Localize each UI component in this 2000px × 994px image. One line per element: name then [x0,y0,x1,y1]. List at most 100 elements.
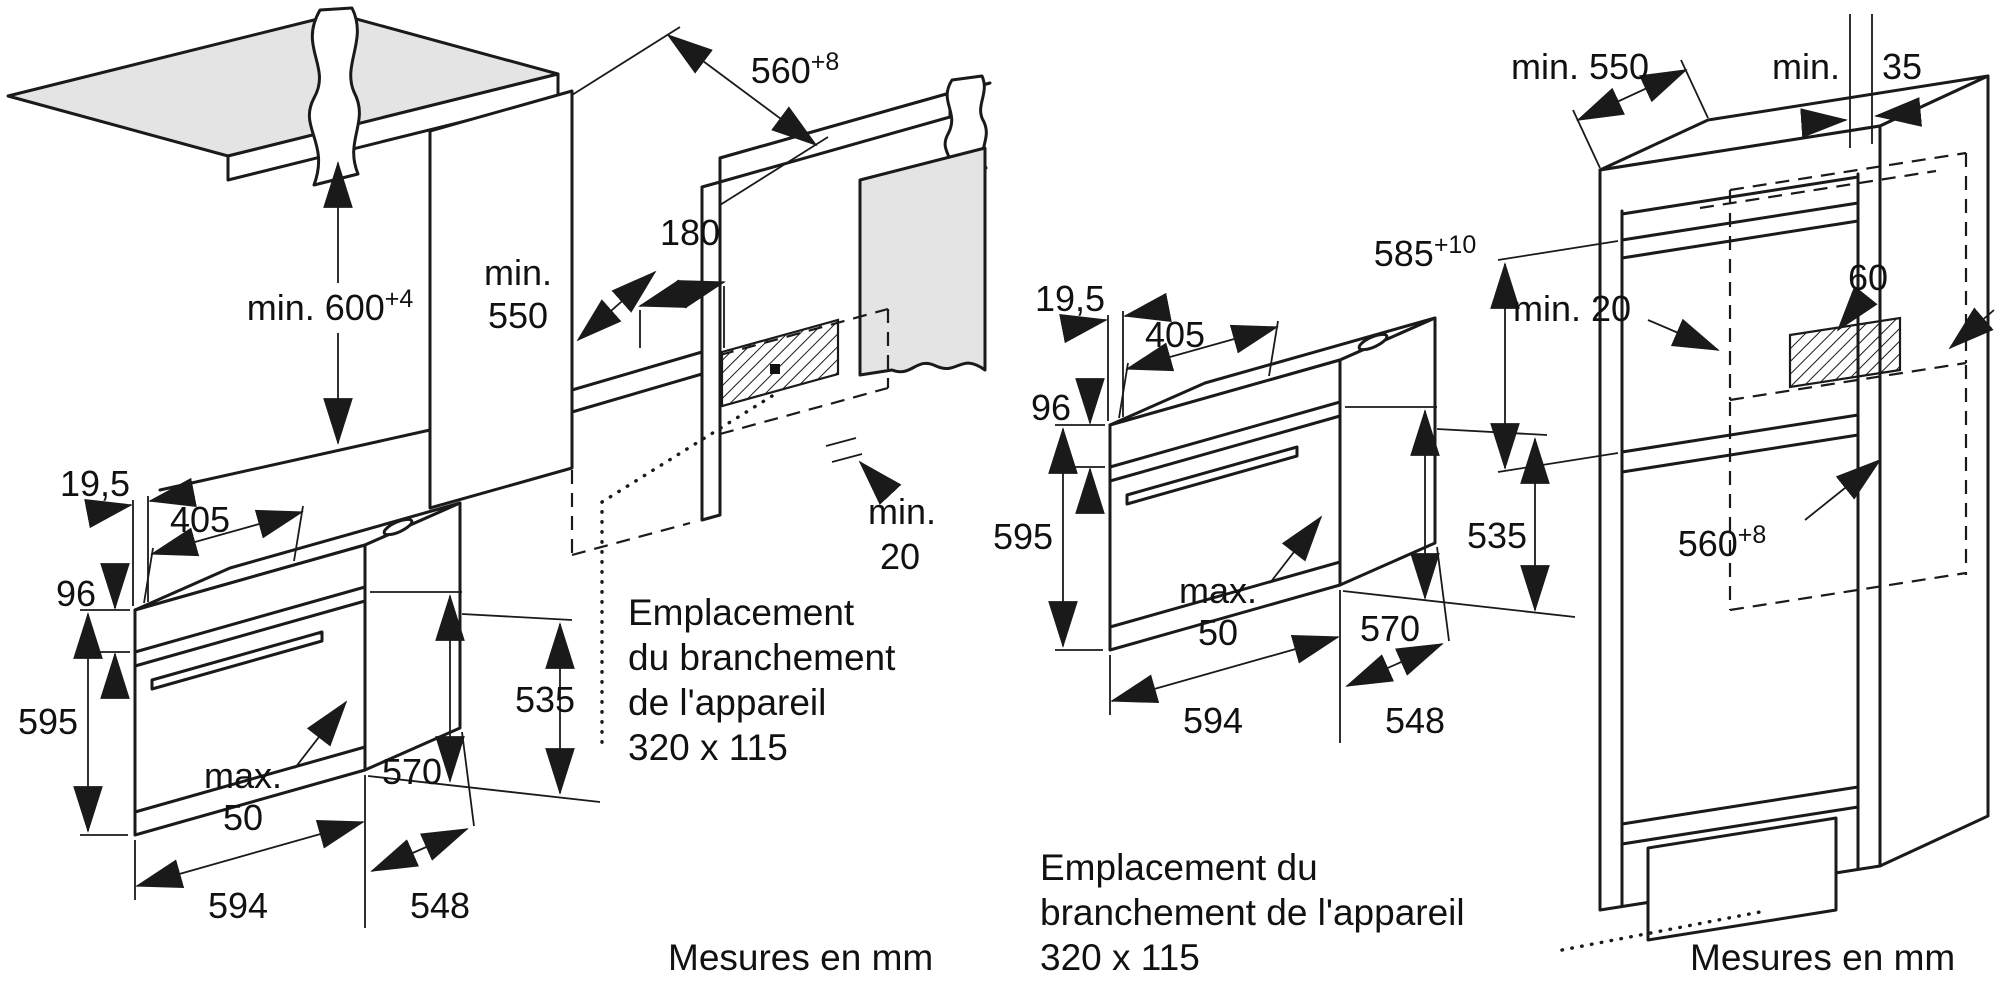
niche-top-shelf [1620,201,1860,260]
connection-note-right-line3: 320 x 115 [1040,937,1200,978]
worktop-break-line [307,6,361,187]
right-scene: min. 550 min. 35 585+10 min. 20 60 560+8… [993,14,1995,978]
dim-19-arrow-right [148,477,197,507]
dim-label-594: 594 [208,885,268,926]
dim-max50-arrow [294,700,348,769]
dim-label-535: 535 [515,679,575,720]
connection-note-line2: du branchement [628,637,896,678]
dim-label-max: max. [204,755,282,796]
connection-note-line3: de l'appareil [628,682,826,723]
connection-note-line4: 320 x 115 [628,727,788,768]
dim-label-560r: 560+8 [1678,521,1767,564]
dim-label-60: 60 [1848,257,1888,298]
dim-label-maxr: max. [1179,570,1257,611]
dim-label-550-min: min. [484,252,552,293]
cabinet-hidden-lines [1699,151,1968,612]
dim-20-arrow [858,460,902,505]
dim-label-405: 405 [170,499,230,540]
connection-note-line1: Emplacement [628,592,855,633]
dim-label-19-5: 19,5 [60,463,130,504]
dim-594-line [135,819,365,889]
niche-floor [570,350,704,414]
cabinet-plinth [1646,816,1838,942]
dim-label-180: 180 [660,212,720,253]
connection-note-right-line1: Emplacement du [1040,847,1318,888]
dim-548-line [370,828,469,872]
units-note-right: Mesures en mm [1690,937,1955,978]
dim-19r-extensions [1107,311,1124,421]
oven-handle [150,630,324,691]
connection-point [770,364,780,374]
dim-19r-arrow-left [1059,314,1108,344]
dim-19-arrow-left [84,499,133,529]
dim-96r-extensions [1055,424,1105,468]
dim-label-35-value: 35 [1882,46,1922,87]
oven-side-face [363,501,462,772]
dim-570-535-extensions [367,591,601,803]
units-note-left: Mesures en mm [668,937,933,978]
dim-label-570: 570 [382,751,442,792]
cabinet-side-face [1878,74,1990,868]
connection-leader-dotted [600,394,774,750]
wall-gap-lines [1849,14,1873,148]
dim-label-535r: 535 [1467,515,1527,556]
dim-548r-line [1345,643,1444,687]
dim-550-line [576,270,657,342]
dim-label-50r: 50 [1198,612,1238,653]
right-oven [1108,316,1437,652]
dim-570r-535r-extensions [1342,406,1576,618]
left-oven-dimensions [73,477,601,928]
dim-594r-line [1110,634,1340,704]
left-worktop [6,6,560,187]
niche-bottom-shelf [1620,413,1860,474]
oven-top-vent-slot [1357,332,1389,352]
left-niche [158,74,992,557]
left-niche-dimensions [323,26,902,750]
dim-35-arrow-right [1874,97,1923,127]
cabinet-front-face [1598,124,1882,912]
dim-label-585: 585+10 [1374,231,1477,274]
dim-label-595r: 595 [993,516,1053,557]
dim-60-arrow [1836,285,1878,332]
hidden-niche-lines [570,307,890,557]
side-wall-torn [858,146,987,377]
floor-line-left [158,428,432,492]
dim-label-35-min: min. [1772,46,1840,87]
connection-note-right-line2: branchement de l'appareil [1040,892,1465,933]
dim-label-548r: 548 [1385,700,1445,741]
oven-handle [1125,445,1299,506]
dim-560-extensions [571,26,829,206]
dim-label-600: min. 600+4 [247,285,414,328]
dim-550r-line [1576,69,1688,121]
dim-label-20r: min. 20 [1513,288,1631,329]
dim-20r-arrow [1647,318,1720,351]
niche-left-panel [428,89,574,510]
niche-right-panel [700,180,722,522]
dim-max50r-arrow [1269,515,1323,584]
dim-label-595: 595 [18,701,78,742]
dim-label-19-5r: 19,5 [1035,278,1105,319]
oven-side-face [1338,316,1437,587]
dim-label-548: 548 [410,885,470,926]
dim-96-extensions [80,609,130,653]
tall-cabinet [1598,14,1990,942]
cabinet-top-underside [1620,175,1860,216]
dim-180-extensions [639,286,725,348]
dim-560r-arrow [1804,458,1882,521]
dim-20-ticks [825,437,863,463]
dim-19r-arrow-right [1123,292,1172,322]
dim-label-20-min: min. [868,491,936,532]
dim-label-niche-width: 560+8 [751,48,840,91]
dim-405-line [150,509,304,557]
connection-area-hatch [720,318,840,408]
dim-label-96: 96 [56,573,96,614]
cabinet-bottom-shelf [1620,785,1860,846]
dim-label-96r: 96 [1031,387,1071,428]
right-oven-dimensions [1048,292,1576,743]
oven-panel-lines [133,585,367,814]
cabinet-dimensions [1490,59,1995,952]
oven-top-vent-slot [382,517,414,537]
dim-594r-548r-extensions [1109,546,1450,743]
